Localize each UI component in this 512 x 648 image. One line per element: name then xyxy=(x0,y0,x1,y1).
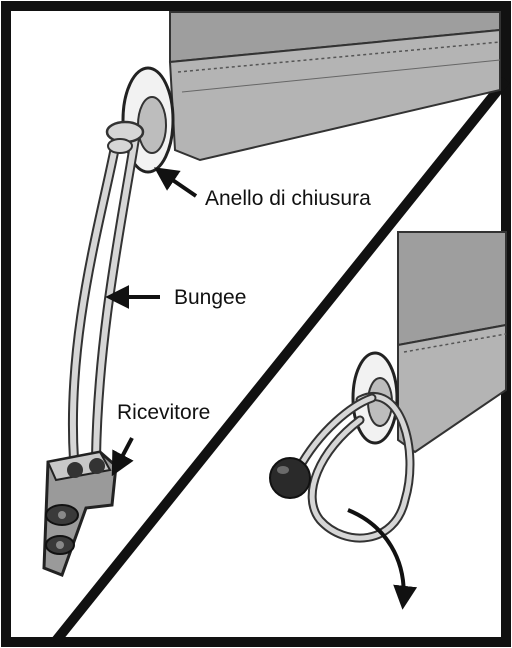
callout-arrow-icon xyxy=(114,438,132,472)
top-shade-illustration xyxy=(170,12,500,160)
receiver-label: Ricevitore xyxy=(115,402,212,423)
bottom-shade-illustration xyxy=(398,232,506,452)
bungee-label: Bungee xyxy=(172,287,248,308)
lock-ring-label: Anello di chiusura xyxy=(203,188,373,209)
callout-arrow-icon xyxy=(158,170,196,196)
receiver-hardware xyxy=(44,452,116,575)
bungee-ball xyxy=(270,458,310,498)
